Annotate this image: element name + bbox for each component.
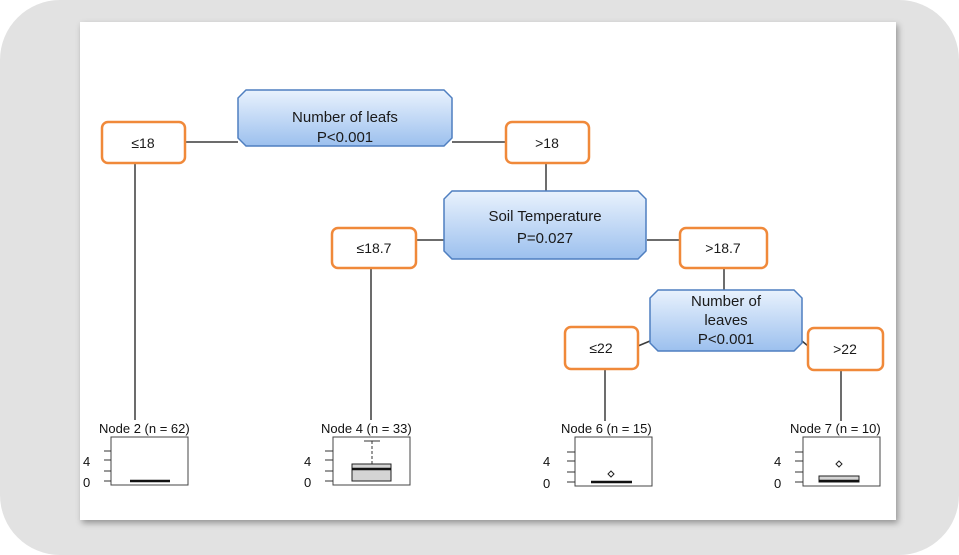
svg-text:>22: >22 — [833, 341, 857, 357]
split-node-number-of-leaves: Number of leaves P<0.001 — [649, 289, 803, 352]
tree-edges — [134, 141, 842, 421]
y-tick-label-4: 4 — [304, 454, 311, 469]
edge-label-soil-right: >18.7 — [678, 226, 769, 270]
split-variable-label-line1: Number of — [691, 293, 762, 310]
svg-text:>18.7: >18.7 — [705, 240, 741, 256]
y-tick-label-0: 0 — [774, 476, 781, 491]
boxplot-frame — [110, 436, 189, 486]
terminal-node-label: Node 4 (n = 33) — [321, 421, 412, 436]
split-variable-label-line2: leaves — [704, 312, 747, 329]
svg-text:≤18: ≤18 — [131, 135, 154, 151]
split-node-number-of-leafs: Number of leafs P<0.001 — [237, 89, 453, 147]
split-node-shape — [649, 289, 803, 352]
boxplot-box — [351, 463, 392, 482]
split-node-soil-temperature: Soil Temperature P=0.027 — [443, 190, 647, 260]
terminal-node-2: Node 2 (n = 62) 4 0 — [83, 421, 190, 490]
svg-text:≤22: ≤22 — [589, 340, 612, 356]
y-tick-label-0: 0 — [83, 475, 90, 490]
split-node-shape — [237, 89, 453, 147]
split-variable-label: Number of leafs — [292, 109, 398, 126]
split-p-value: P=0.027 — [517, 230, 573, 247]
edge-label-soil-left: ≤18.7 — [330, 226, 418, 270]
boxplot-frame — [574, 436, 653, 487]
y-tick-label-0: 0 — [304, 475, 311, 490]
terminal-node-7: Node 7 (n = 10) 4 0 — [774, 421, 881, 491]
y-tick-label-4: 4 — [774, 454, 781, 469]
boxplot-outlier — [607, 470, 615, 478]
split-variable-label: Soil Temperature — [488, 208, 601, 225]
edge-leaves-left — [637, 340, 651, 347]
y-tick-label-0: 0 — [543, 476, 550, 491]
split-node-shape — [443, 190, 647, 260]
boxplot-outlier — [835, 460, 843, 468]
terminal-node-label: Node 7 (n = 10) — [790, 421, 881, 436]
decision-tree-diagram: Number of leafs P<0.001 Soil Temperature… — [83, 89, 885, 491]
terminal-node-4: Node 4 (n = 33) 4 0 — [304, 421, 412, 490]
edge-label-root-left: ≤18 — [100, 120, 187, 165]
svg-text:>18: >18 — [535, 135, 559, 151]
boxplot-frame — [802, 436, 881, 487]
terminal-node-label: Node 6 (n = 15) — [561, 421, 652, 436]
y-tick-label-4: 4 — [543, 454, 550, 469]
svg-text:≤18.7: ≤18.7 — [357, 240, 392, 256]
split-p-value: P<0.001 — [698, 331, 754, 348]
diagram-panel: Number of leafs P<0.001 Soil Temperature… — [80, 22, 896, 520]
edge-label-root-right: >18 — [504, 120, 591, 165]
terminal-node-6: Node 6 (n = 15) 4 0 — [543, 421, 653, 491]
y-tick-label-4: 4 — [83, 454, 90, 469]
edge-label-leaves-right: >22 — [806, 326, 885, 372]
split-p-value: P<0.001 — [317, 129, 373, 146]
terminal-node-label: Node 2 (n = 62) — [99, 421, 190, 436]
edge-label-leaves-left: ≤22 — [563, 325, 640, 371]
